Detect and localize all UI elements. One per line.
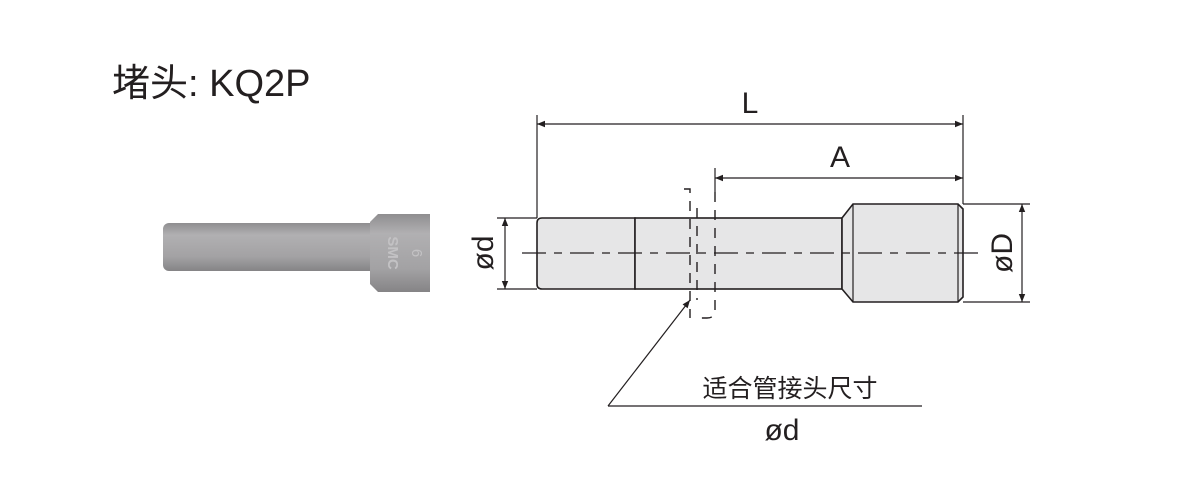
photo-size-mark: 6	[408, 249, 425, 257]
callout-label: 适合管接头尺寸	[702, 374, 877, 403]
product-photo: SMC 6	[163, 214, 430, 292]
dimension-A: A	[714, 141, 963, 192]
page-title: 堵头: KQ2P	[112, 63, 311, 105]
dimension-L-label: L	[742, 87, 759, 120]
part-outline	[522, 188, 980, 319]
dimension-od-small: ød	[467, 217, 537, 290]
callout-value: ød	[764, 414, 799, 447]
dimension-od-large: øD	[963, 203, 1030, 303]
dimension-A-label: A	[830, 141, 850, 174]
dimension-od-small-label: ød	[467, 235, 500, 270]
dimension-L: L	[536, 87, 964, 218]
dimension-od-large-label: øD	[986, 233, 1019, 273]
tube-size-callout: 适合管接头尺寸 ød	[607, 299, 922, 447]
photo-brand-mark: SMC	[384, 236, 401, 270]
